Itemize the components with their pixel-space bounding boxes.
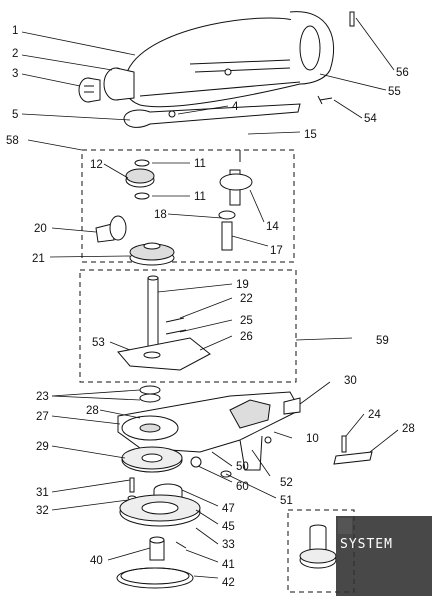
callout-label: 18: [154, 209, 167, 221]
callout-label: 59: [376, 335, 389, 347]
trim-band-part: [123, 103, 301, 128]
callout-label: 42: [222, 577, 235, 589]
callout-label: 52: [280, 477, 293, 489]
callout-label: 27: [36, 411, 49, 423]
callout-label: 15: [304, 129, 317, 141]
callout-label: 55: [388, 86, 401, 98]
callout-label: 56: [396, 67, 409, 79]
planetary-housing-part: [119, 483, 201, 527]
callout-label: 5: [12, 109, 18, 121]
screw-part: [317, 11, 355, 105]
callout-label: 33: [222, 539, 235, 551]
ring-gear-part: [121, 446, 183, 473]
callout-label: 47: [222, 503, 235, 515]
callout-label: 30: [344, 375, 357, 387]
subassembly-box-59: [79, 269, 297, 383]
motor-housing-part: [123, 11, 335, 108]
callout-label: 4: [232, 101, 239, 113]
gear-assembly-part: [125, 150, 253, 251]
callout-label: 22: [240, 293, 253, 305]
callout-label: 10: [306, 433, 319, 445]
attachment-hub-part: [299, 524, 337, 569]
hub-cover-part: [103, 67, 135, 101]
callout-label: 20: [34, 223, 47, 235]
large-gear-part: [129, 242, 175, 266]
worm-gear-part: [95, 215, 127, 243]
callout-label: 53: [92, 337, 105, 349]
callout-label: 11: [194, 158, 206, 170]
callout-label: 23: [36, 391, 49, 403]
callout-label: 17: [270, 245, 283, 257]
callout-label: 29: [36, 441, 49, 453]
callout-label: 28: [86, 405, 99, 417]
callout-label: 40: [90, 555, 103, 567]
callout-label: 54: [364, 113, 377, 125]
gear-case-part: [117, 391, 301, 471]
hub-knob-part: [78, 77, 101, 103]
callout-label: 60: [236, 481, 249, 493]
watermark-logo: SYSTEM: [336, 516, 432, 596]
callout-label: 3: [12, 68, 18, 80]
callout-label: 2: [12, 48, 18, 60]
callout-label: 58: [6, 135, 19, 147]
callout-label: 12: [90, 159, 103, 171]
callout-label: 28: [402, 423, 415, 435]
subassembly-box-58: [81, 149, 295, 263]
callout-label: 1: [12, 25, 18, 37]
callout-label: 41: [222, 559, 235, 571]
planetary-shaft-part: [117, 275, 211, 371]
callout-label: 51: [280, 495, 293, 507]
subassembly-box-40: [287, 509, 355, 593]
watermark-text: SYSTEM: [340, 537, 393, 552]
callout-label: 32: [36, 505, 49, 517]
callout-label: 21: [32, 253, 45, 265]
callout-label: 50: [236, 461, 249, 473]
callout-label: 11: [194, 191, 206, 203]
callout-label: 26: [240, 331, 253, 343]
callout-label: 31: [36, 487, 49, 499]
callout-label: 25: [240, 315, 253, 327]
callout-label: 24: [368, 409, 381, 421]
callout-label: 19: [236, 279, 249, 291]
callout-label: 14: [266, 221, 279, 233]
callout-label: 45: [222, 521, 235, 533]
